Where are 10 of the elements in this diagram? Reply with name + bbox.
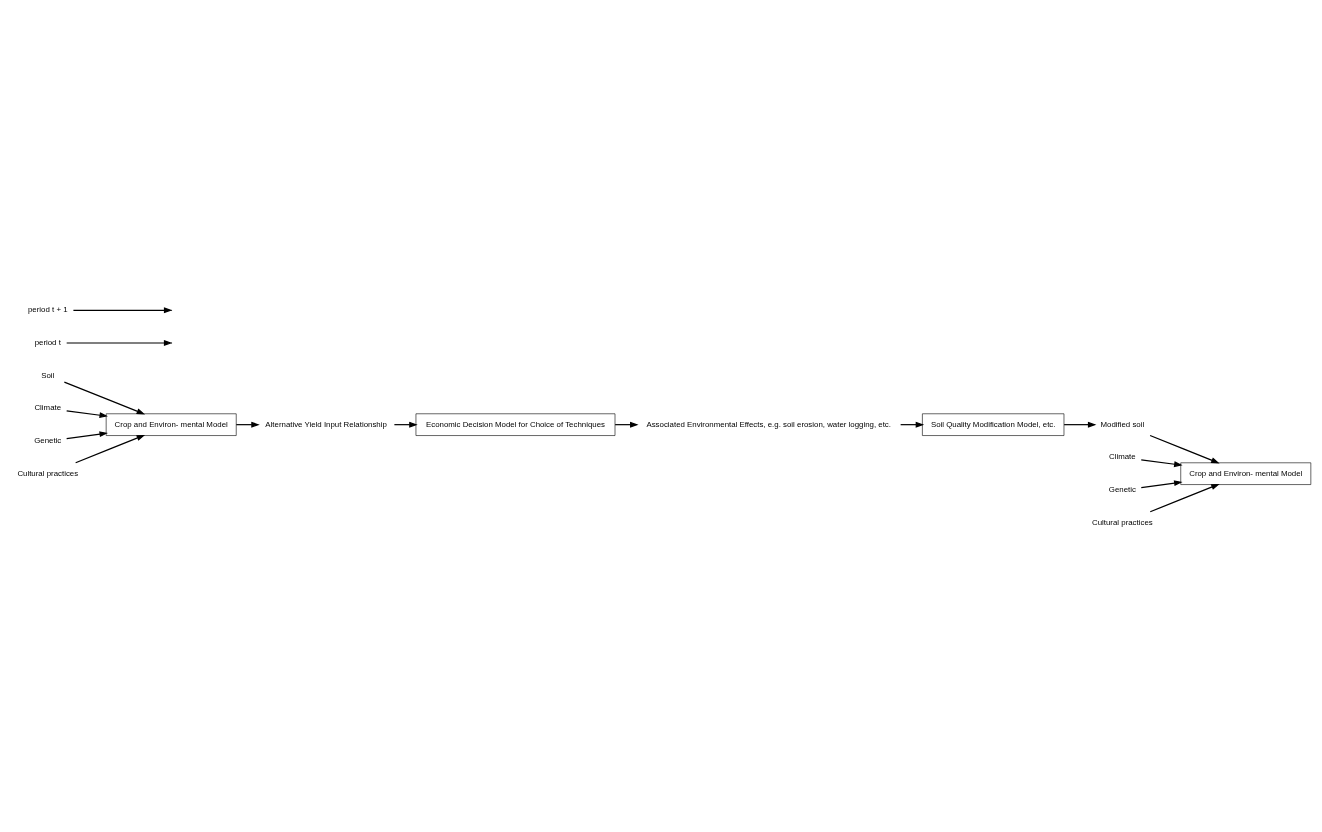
arrow — [1140, 479, 1183, 488]
arrow — [63, 380, 146, 414]
arrow — [1149, 434, 1220, 463]
arrow — [1063, 421, 1097, 428]
arrow — [1149, 483, 1220, 512]
arrow — [75, 434, 146, 463]
arrow — [66, 339, 173, 346]
arrow — [1140, 458, 1183, 467]
arrow — [66, 409, 108, 418]
arrow — [66, 430, 108, 439]
